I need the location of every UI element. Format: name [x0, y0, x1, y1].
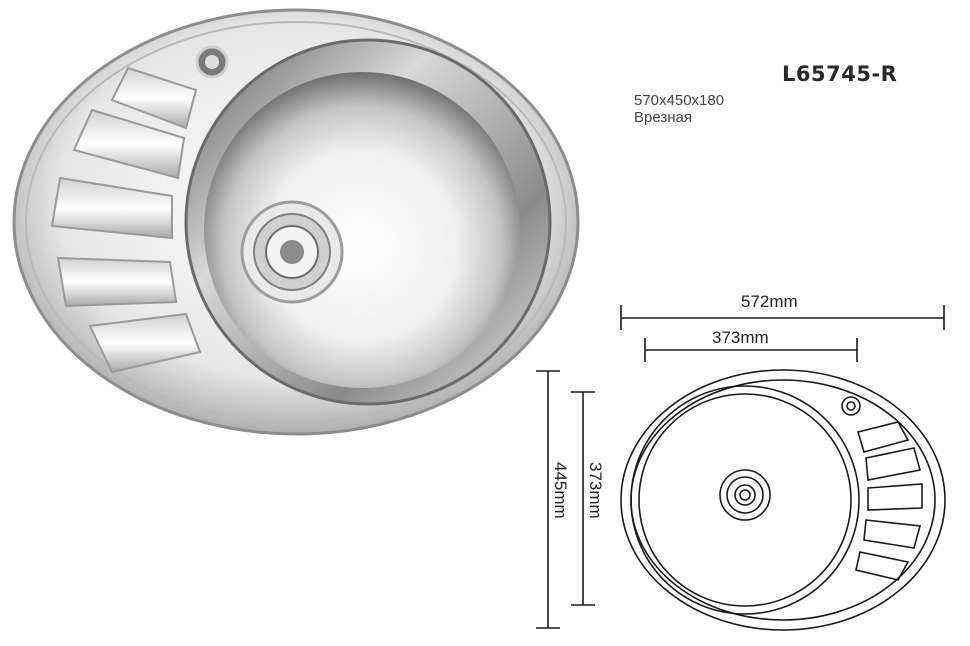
drainboard-groove-outlines — [855, 421, 923, 581]
label-overall-depth: 445mm — [551, 462, 570, 519]
size-text: 570x450x180 — [634, 92, 725, 109]
label-overall-width: 572mm — [741, 292, 798, 311]
model-number: L65745-R — [782, 62, 898, 86]
drain — [240, 200, 344, 304]
mount-type-text: Врезная — [634, 109, 692, 126]
sink-photo — [12, 8, 580, 436]
drainboard-grooves — [50, 66, 202, 374]
product-info: 570x450x180 Врезная — [634, 92, 724, 126]
drain-outline — [719, 469, 771, 521]
bowl-outline — [630, 385, 860, 615]
tap-hole-outline — [841, 396, 861, 416]
label-bowl-width: 373mm — [712, 328, 769, 347]
label-bowl-depth: 373mm — [586, 462, 605, 519]
bowl — [204, 72, 520, 388]
sink-outline — [620, 369, 946, 631]
